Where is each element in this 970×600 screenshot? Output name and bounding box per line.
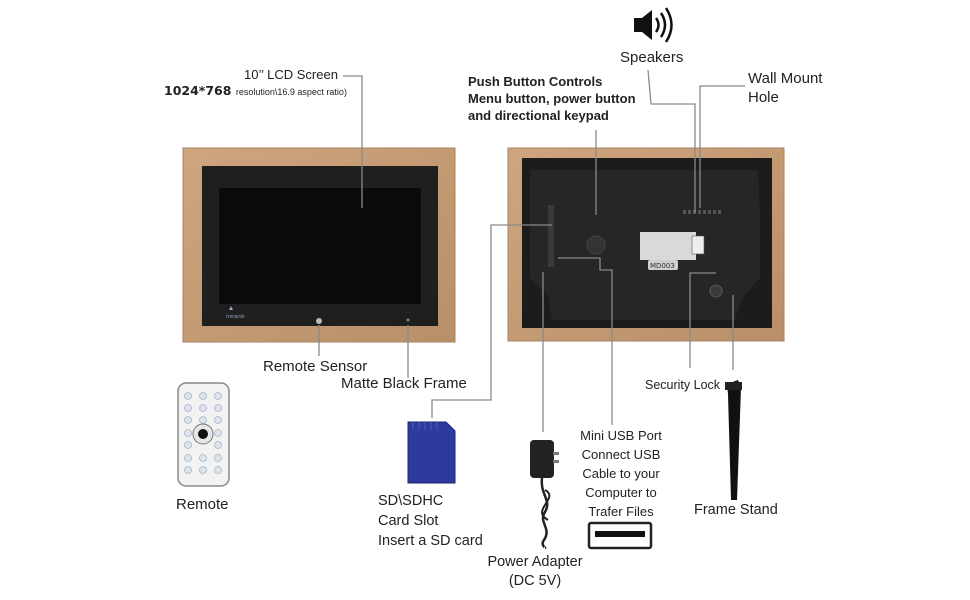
- power-adapter-line-2: (DC 5V): [508, 573, 562, 589]
- remote-sensor-label: Remote Sensor: [263, 358, 368, 375]
- mini-usb-line-2: Connect USB: [581, 447, 661, 462]
- push-button-line-3: and directional keypad: [468, 108, 609, 123]
- mini-usb-line-1: Mini USB Port: [580, 428, 662, 443]
- matte-black-frame-label: Matte Black Frame: [341, 375, 467, 392]
- lcd-resolution-note: resolution\16.9 aspect ratio): [235, 87, 347, 97]
- push-button-line-1: Push Button Controls: [468, 74, 603, 89]
- front-photo-frame: miracle: [182, 147, 456, 343]
- frame-stand-label: Frame Stand: [694, 502, 778, 518]
- remote-label: Remote: [176, 496, 229, 513]
- lcd-screen: [219, 188, 421, 304]
- front-logo-text: miracle: [226, 314, 245, 320]
- power-adapter-label: Power Adapter (DC 5V): [483, 553, 587, 591]
- mini-usb-line-4: Computer to: [585, 485, 657, 500]
- sd-card-icon: [407, 421, 456, 484]
- frame-stand-icon: [725, 380, 742, 500]
- power-adapter-line-1: Power Adapter: [487, 554, 583, 570]
- back-label-sticker: [640, 232, 696, 260]
- mini-usb-line-5: Trafer Files: [588, 504, 654, 519]
- mini-usb-line-3: Cable to your: [582, 466, 660, 481]
- button-strip: [548, 205, 554, 267]
- sd-card-label: SD\SDHC Card Slot Insert a SD card: [378, 491, 483, 551]
- stand-socket: [709, 284, 723, 298]
- lcd-screen-title: 10’’ LCD Screen: [244, 67, 338, 82]
- back-photo-frame: MD003: [507, 147, 785, 342]
- sd-line-1: SD\SDHC: [378, 493, 444, 509]
- speaker-icon: [634, 7, 673, 43]
- wall-mount-line-2: Hole: [748, 89, 779, 106]
- push-button-line-2: Menu button, power button: [468, 91, 636, 106]
- power-adapter-icon: [530, 440, 559, 550]
- sd-line-3: Insert a SD card: [378, 533, 483, 549]
- sd-line-2: Card Slot: [378, 513, 439, 529]
- remote-control: [177, 382, 230, 487]
- wall-mount-line-1: Wall Mount: [748, 70, 823, 87]
- speakers-label: Speakers: [620, 49, 684, 66]
- remote-sensor-dot: [316, 318, 322, 324]
- security-lock-label: Security Lock: [645, 378, 721, 392]
- wall-mount-label: Wall Mount Hole: [748, 69, 822, 107]
- front-logo: miracle: [226, 306, 245, 320]
- lcd-resolution-line: 1024*768 resolution\16.9 aspect ratio): [164, 82, 347, 100]
- push-button-controls-label: Push Button Controls Menu button, power …: [468, 73, 636, 124]
- lcd-resolution-value: 1024*768: [164, 83, 232, 98]
- usb-port-icon: [587, 521, 653, 550]
- mini-usb-label: Mini USB Port Connect USB Cable to your …: [577, 426, 665, 521]
- leader-lines: [318, 69, 745, 432]
- back-model-text: MD003: [650, 262, 675, 270]
